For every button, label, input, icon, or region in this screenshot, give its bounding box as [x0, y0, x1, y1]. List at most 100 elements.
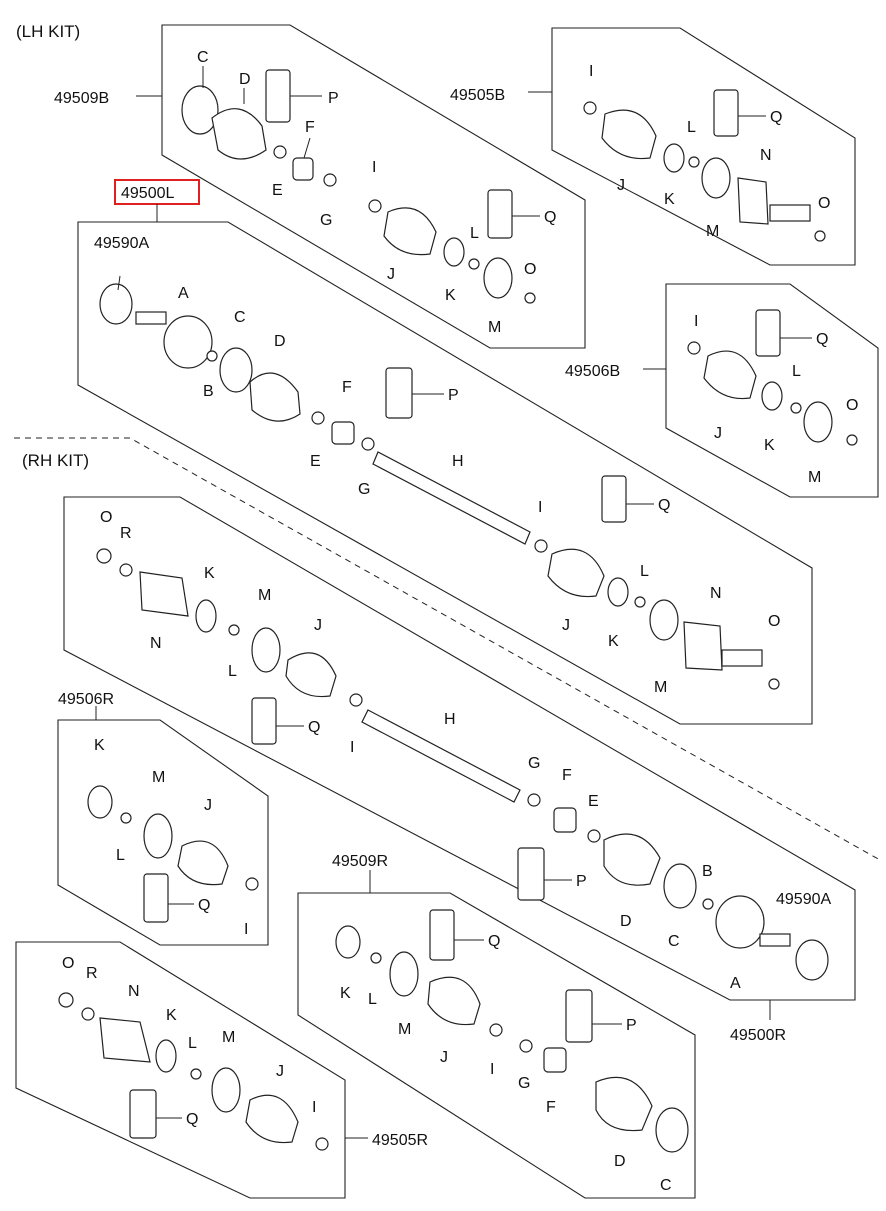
callout-l-lh: L — [640, 563, 649, 580]
clamp-m-9r — [389, 951, 419, 997]
callout-e-rh: E — [588, 793, 599, 810]
callout-k-rh: K — [204, 565, 215, 582]
callout-q-lh: Q — [658, 497, 670, 514]
grease-tube-q-rh — [251, 697, 277, 745]
grease-tube-q-6b — [755, 309, 781, 357]
assembly-label-49505r: 49505R — [372, 1132, 428, 1149]
callout-i-6r: I — [244, 921, 248, 938]
ring-g-lh — [361, 437, 375, 451]
callout-l-5r: L — [188, 1035, 197, 1052]
callout-q-b: Q — [770, 109, 782, 126]
ring-o-rh — [96, 548, 112, 564]
callout-i-9r: I — [490, 1061, 494, 1078]
callout-c-rh: C — [668, 933, 680, 950]
frame-49505b: 49505B — [450, 27, 856, 266]
frame-49509b: 49509B — [54, 24, 586, 349]
boot-j-b — [601, 109, 657, 160]
ring-i — [368, 199, 382, 213]
callout-g-9r: G — [518, 1075, 530, 1092]
callout-n-rh: N — [150, 635, 162, 652]
ring-o-lh — [768, 678, 780, 690]
callout-l-6b: L — [792, 363, 801, 380]
boot-j — [383, 207, 437, 256]
assembly-label-49500l: 49500L — [121, 185, 174, 202]
callout-r-5r: R — [86, 965, 98, 982]
ring-g-9r — [519, 1039, 533, 1053]
ring-b — [206, 350, 218, 362]
boot-d — [211, 108, 267, 160]
callout-r-rh: R — [120, 525, 132, 542]
callout-g: G — [320, 212, 332, 229]
housing-n-rh — [139, 571, 189, 617]
callout-i-lh: I — [538, 499, 542, 516]
assembly-label-49505b: 49505B — [450, 87, 505, 104]
clamp-m-6b — [803, 401, 833, 443]
rh-kit-heading: (RH KIT) — [22, 451, 89, 470]
callout-l-6r: L — [116, 847, 125, 864]
callout-m-6b: M — [808, 469, 821, 486]
ring-l-lh — [634, 596, 646, 608]
bearing-f-lh — [331, 421, 355, 445]
boot-d-lh — [249, 372, 301, 422]
ring-i-6r — [245, 877, 259, 891]
callout-i-6b: I — [694, 313, 698, 330]
assembly-label-49590a-rh: 49590A — [776, 891, 831, 908]
callout-p: P — [328, 90, 339, 107]
ring-l-6b — [790, 402, 802, 414]
ring-k-rh — [195, 599, 217, 633]
outer-joint-a — [163, 315, 213, 369]
clamp-ring-c — [181, 85, 219, 135]
clamp-c-9r — [655, 1107, 689, 1153]
ring-o — [524, 292, 536, 304]
callout-n-lh: N — [710, 585, 722, 602]
callout-j: J — [387, 266, 395, 283]
housing-n-lh — [683, 621, 723, 671]
callout-g-lh: G — [358, 481, 370, 498]
assembly-label-49506r: 49506R — [58, 691, 114, 708]
ring-l-b — [688, 156, 700, 168]
callout-j-rh: J — [314, 617, 322, 634]
callout-o-b: O — [818, 195, 830, 212]
ring-k-6r — [87, 785, 113, 819]
ring-e-rh — [587, 829, 601, 843]
bearing-f-9r — [543, 1047, 567, 1073]
ring-b-rh — [702, 898, 714, 910]
callout-q: Q — [544, 209, 556, 226]
ring-e-lh — [311, 411, 325, 425]
callout-f: F — [305, 119, 315, 136]
callout-c-lh: C — [234, 309, 246, 326]
clamp-m-5r — [211, 1067, 241, 1113]
callout-f-rh: F — [562, 767, 572, 784]
callout-p-lh: P — [448, 387, 459, 404]
ring-l — [468, 258, 480, 270]
callout-m-5r: M — [222, 1029, 235, 1046]
assembly-label-49506b: 49506B — [565, 363, 620, 380]
part-callouts: C D F E G P I J K L M O Q I Q L N J K O … — [62, 49, 858, 1194]
ring-g-rh — [527, 793, 541, 807]
part-shapes — [58, 69, 858, 1153]
ring-i-9r — [489, 1023, 503, 1037]
callout-j-b: J — [617, 177, 625, 194]
callout-q-6b: Q — [816, 331, 828, 348]
ring-i-b — [583, 101, 597, 115]
callout-c: C — [197, 49, 209, 66]
grease-tube-p-9r — [565, 989, 593, 1043]
kit-divider — [14, 437, 881, 861]
ring-k-9r — [335, 925, 361, 959]
boot-j-9r — [427, 976, 481, 1026]
callout-j-lh: J — [562, 617, 570, 634]
callout-q-6r: Q — [198, 897, 210, 914]
clamp-c-rh — [663, 863, 697, 909]
lh-kit-heading: (LH KIT) — [16, 22, 80, 41]
callout-h: H — [452, 453, 464, 470]
callout-j-6b: J — [714, 425, 722, 442]
callout-l-rh: L — [228, 663, 237, 680]
ring-r-5r — [81, 1007, 95, 1021]
stub-n-lh — [721, 649, 763, 667]
outer-stub-a-rh — [759, 933, 791, 947]
callout-d-9r: D — [614, 1153, 626, 1170]
callout-i-5r: I — [312, 1099, 316, 1116]
callout-k-9r: K — [340, 985, 351, 1002]
frame-49500l: 49500L 49590A — [77, 179, 813, 725]
